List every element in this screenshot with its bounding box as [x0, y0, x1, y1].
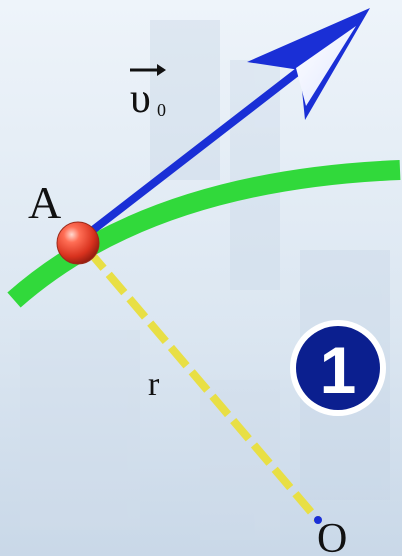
- point-a-label: A: [28, 177, 61, 228]
- velocity-subscript: 0: [157, 100, 166, 120]
- velocity-vector-head-highlight: [296, 26, 356, 106]
- trajectory-arc: [7, 160, 401, 308]
- badge-number: 1: [320, 333, 357, 407]
- badge-circle: [296, 326, 380, 410]
- center-point: [314, 516, 322, 524]
- velocity-symbol: υ: [130, 76, 151, 122]
- velocity-label: υ 0: [130, 64, 166, 122]
- point-o-label: O: [317, 516, 347, 556]
- vector-arrow-tip: [157, 64, 166, 76]
- radius-line: [84, 247, 321, 522]
- radius-label: r: [148, 366, 160, 403]
- ball-icon: [56, 221, 100, 265]
- velocity-vector-shaft: [76, 66, 304, 244]
- number-badge: 1: [290, 320, 386, 416]
